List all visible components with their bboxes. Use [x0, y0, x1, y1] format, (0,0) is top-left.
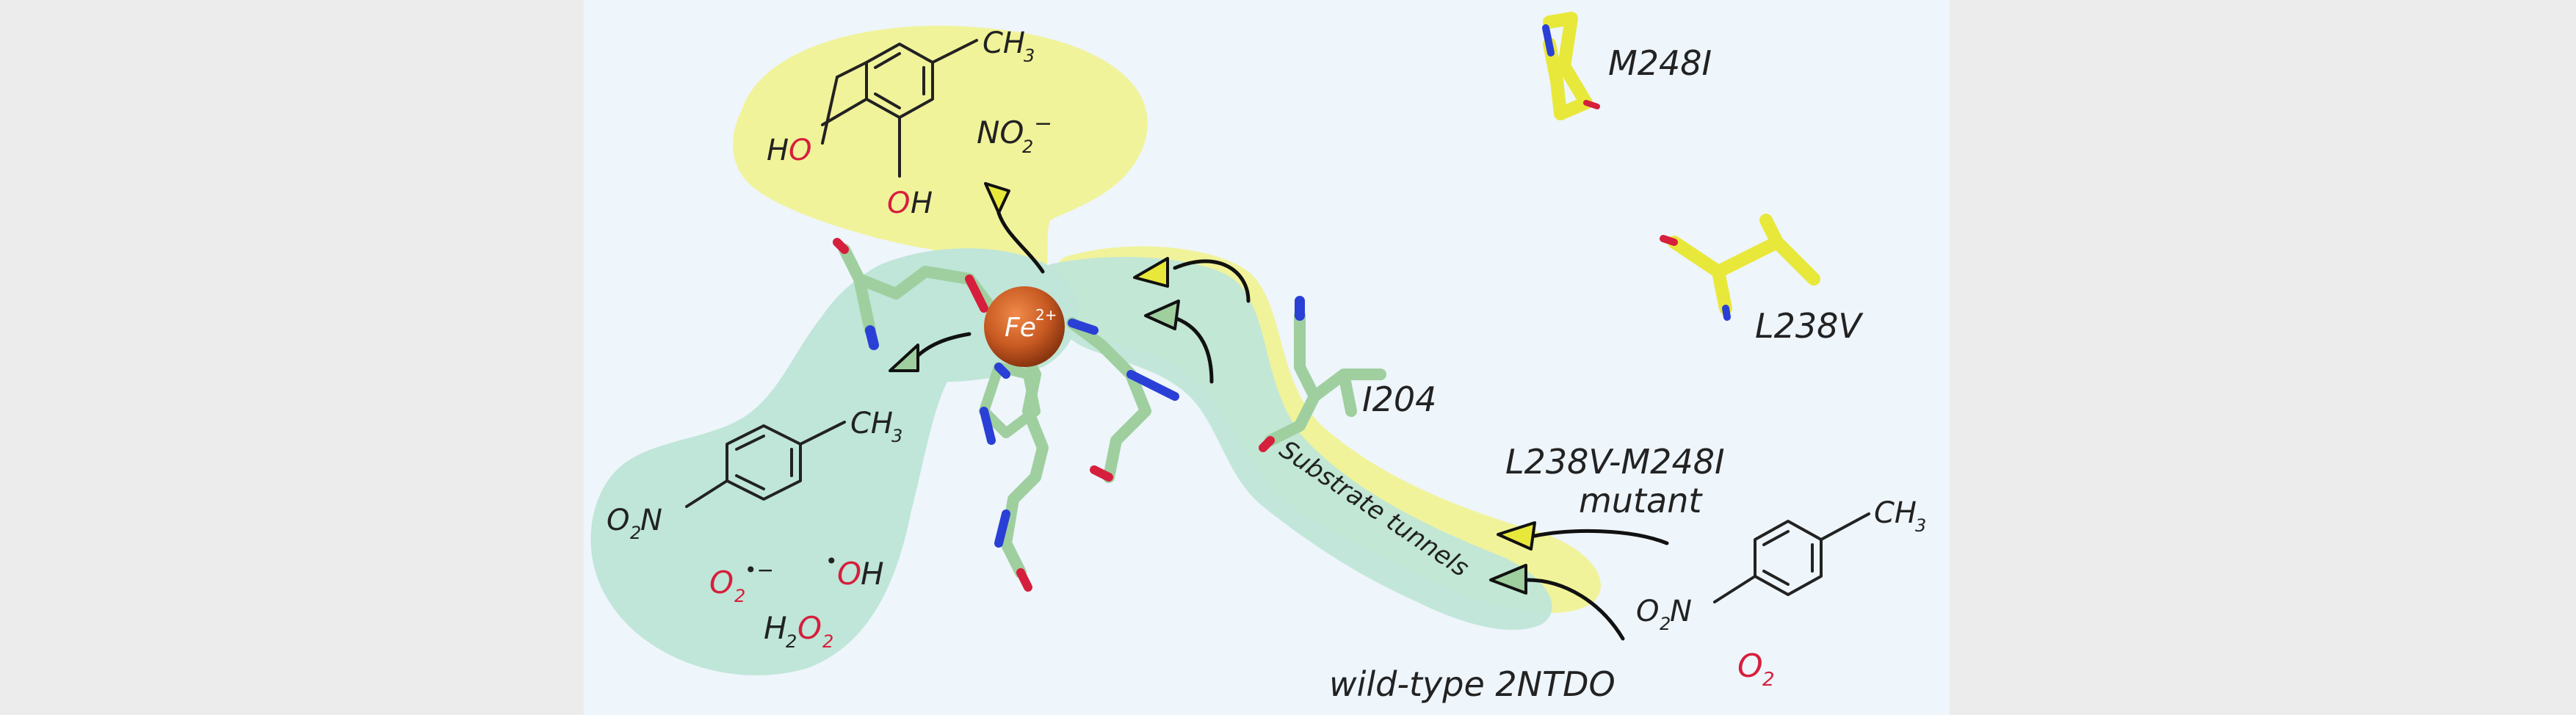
- hydroxyl-o: O: [837, 556, 861, 592]
- left-nitro-n: N: [640, 504, 662, 537]
- residue-l238v-label: L238V: [1755, 306, 1864, 346]
- arrowhead-tunnel-lower: [1144, 300, 1180, 330]
- right-methyl-sub: 3: [1915, 515, 1926, 536]
- methylcatechol-structure: [821, 39, 978, 178]
- arrowhead-wild-type: [1489, 564, 1527, 595]
- nitrite-sub: 2: [1022, 137, 1033, 157]
- oxygen-sub: 2: [1762, 669, 1775, 691]
- product-region: [733, 25, 1148, 298]
- superoxide-sub: 2: [734, 586, 745, 606]
- arrowhead-mutant: [1497, 521, 1536, 551]
- hydroxyl-h: H: [861, 556, 884, 592]
- peroxide-o: O: [797, 610, 822, 646]
- iron-label: Fe: [1005, 313, 1036, 343]
- protein-residues-green: [833, 238, 1386, 592]
- mutant-label-line1: L238V-M248I: [1505, 442, 1725, 482]
- iron-center: Fe 2+: [984, 286, 1065, 367]
- arrowhead-left-pocket: [889, 344, 919, 372]
- iron-charge: 2+: [1035, 306, 1057, 324]
- hydroxyl-dot: •: [825, 549, 838, 573]
- oh-h-text: H: [911, 186, 933, 220]
- ho-o-text: O: [789, 134, 811, 167]
- right-nitro-n: N: [1670, 595, 1692, 628]
- oxygen-label: O 2: [1737, 647, 1775, 691]
- methylcatechol-labels: H O O H CH 3 NO 2 −: [767, 26, 1052, 220]
- oh-o-text: O: [887, 186, 910, 220]
- left-methyl-text: CH: [850, 407, 893, 440]
- right-nitro-o: O: [1636, 595, 1659, 628]
- superoxide-charge: •−: [745, 558, 774, 582]
- wild-type-label: wild-type 2NTDO: [1329, 664, 1616, 704]
- residue-m248i-sticks: [1542, 12, 1600, 120]
- right-nitrotoluene-structure: [1713, 512, 1870, 603]
- left-nitrotoluene-structure: [685, 421, 846, 508]
- right-nitro-sub: 2: [1660, 614, 1671, 634]
- top-methyl-sub: 3: [1024, 46, 1035, 66]
- residue-l238v-sticks: [1660, 214, 1820, 321]
- arrowheads: [889, 182, 1536, 595]
- arrow-mutant-entry: [1533, 529, 1669, 545]
- peroxide-h: H: [764, 610, 787, 646]
- right-nitrotoluene-labels: CH 3 O 2 N: [1636, 496, 1926, 634]
- active-site-region: [590, 248, 1079, 675]
- arrowhead-tunnel-upper: [1133, 257, 1169, 288]
- superoxide-o: O: [709, 565, 734, 600]
- oxygen-o: O: [1737, 647, 1763, 685]
- top-methyl-text: CH: [983, 26, 1025, 60]
- ros-labels: O 2 •− • O H H 2 O 2: [709, 549, 884, 652]
- arrow-tunnel-upper: [1173, 259, 1251, 303]
- ho-h-text: H: [767, 134, 789, 167]
- peroxide-o-sub: 2: [822, 631, 833, 652]
- left-nitrotoluene-labels: CH 3 O 2 N: [607, 407, 902, 543]
- left-methyl-sub: 3: [891, 426, 902, 446]
- residue-m248i-label: M248I: [1608, 43, 1712, 83]
- arrow-wild-type-entry: [1525, 578, 1625, 641]
- wild-type-tunnel-region: [1039, 257, 1552, 631]
- mutant-label-line2: mutant: [1579, 481, 1703, 520]
- right-methyl-text: CH: [1874, 496, 1917, 530]
- nitrite-charge: −: [1034, 111, 1052, 137]
- left-nitro-o: O: [607, 504, 629, 537]
- left-nitro-sub: 2: [630, 523, 641, 543]
- peroxide-h-sub: 2: [786, 631, 797, 652]
- residue-i204-label: I204: [1362, 380, 1436, 419]
- arrow-to-product: [996, 211, 1045, 274]
- arrowhead-product: [984, 182, 1010, 214]
- nitrite-text: NO: [977, 115, 1024, 150]
